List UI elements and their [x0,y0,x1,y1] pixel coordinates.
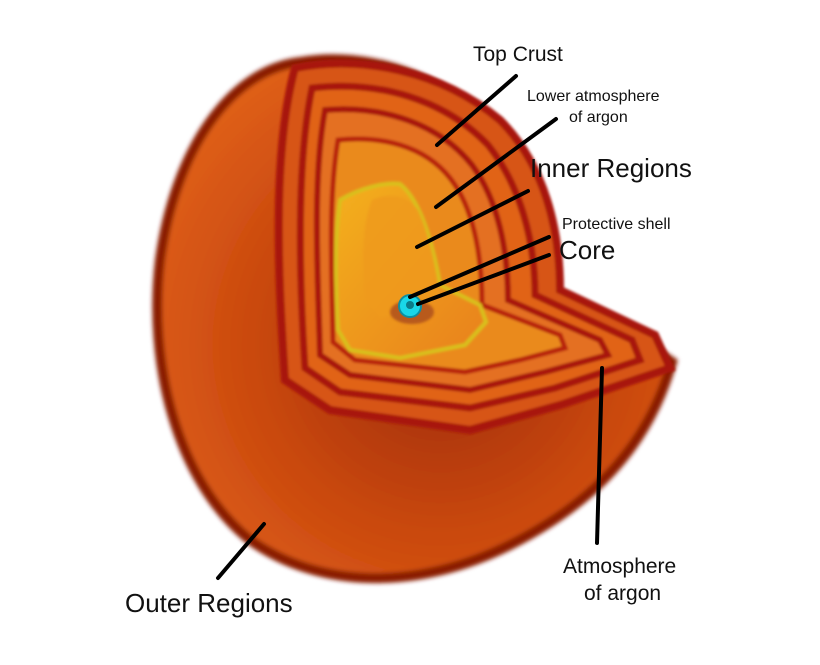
label-lower-atmosphere-2: of argon [569,109,628,126]
label-inner-regions: Inner Regions [530,153,692,183]
label-outer-regions: Outer Regions [125,588,293,618]
label-top-crust: Top Crust [473,43,563,66]
leader-outer-regions [216,522,266,580]
label-lower-atmosphere-1: Lower atmosphere [527,88,660,105]
label-atmosphere-2: of argon [584,582,661,605]
leader-lower-atmosphere [434,117,558,209]
cut-face-layers [274,59,676,435]
labels: Top Crust Lower atmosphere of argon Inne… [125,43,692,618]
leader-core [416,253,551,306]
leader-inner-regions [415,189,530,249]
leader-atmosphere [595,366,604,545]
label-protective-shell: Protective shell [562,216,671,233]
label-atmosphere-1: Atmosphere [563,555,676,578]
leader-lines [216,74,604,580]
core-shape [390,294,434,324]
leader-top-crust [435,74,518,147]
label-core: Core [559,235,615,265]
leader-protective-shell [408,235,551,299]
